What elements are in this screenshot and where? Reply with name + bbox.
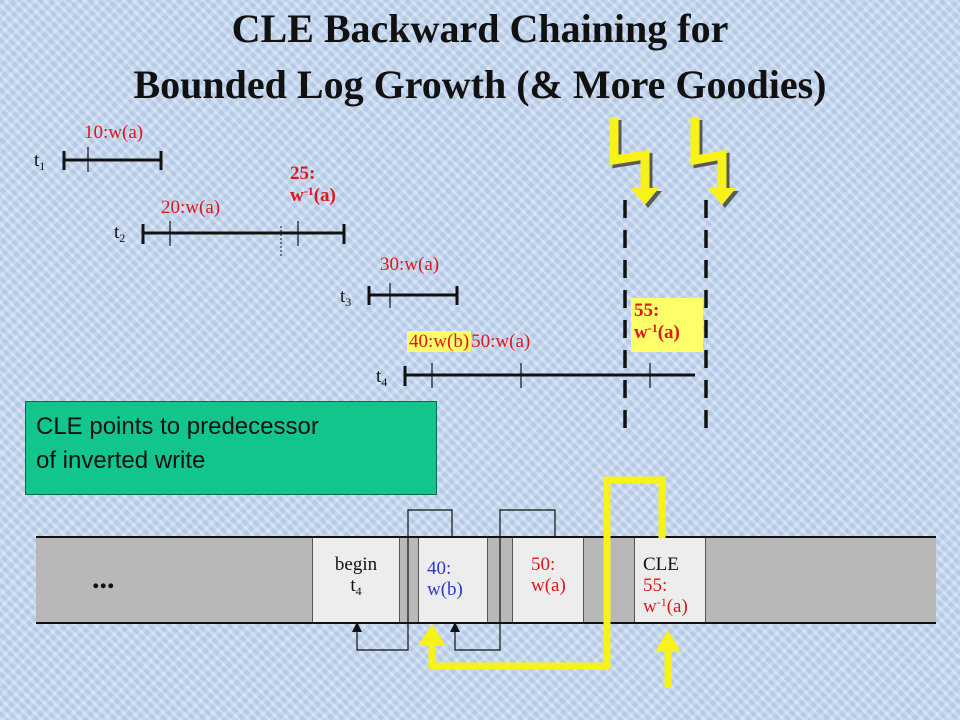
cle-pointer-arrowhead [418,624,446,646]
note-box: CLE points to predecessor of inverted wr… [25,401,437,495]
t2-label: t2 [114,222,126,245]
lightning-bolt-icon [690,117,739,208]
title-line-1: CLE Backward Chaining for [231,6,729,51]
t4-op-50: 50:w(a) [471,331,531,352]
arrowhead-40 [450,622,460,632]
t4-timeline-bar [403,366,695,386]
title-line-2: Bounded Log Growth (& More Goodies) [133,62,827,107]
t4-label: t4 [376,366,388,389]
t3-label: t3 [340,286,352,309]
t4-undo-label: 55: w-1(a) [631,298,703,352]
t2-timeline-bar [141,224,346,244]
back-pointer-40-to-begin [356,509,453,651]
back-pointer-50-to-40 [454,509,556,651]
t1-timeline-bar [62,151,163,170]
log-record-cle: CLE 55: w-1(a) [634,538,706,622]
log-record-50: 50: w(a) [512,538,584,622]
cle-pointer-yellow [428,476,666,670]
log-record-begin: begin t4 [312,538,400,622]
note-line-2: of inverted write [36,447,206,474]
log-record-40: 40: w(b) [418,538,488,622]
t4-ops: 40:w(b)50:w(a) [407,331,530,353]
t2-undo-label: 25: w-1(a) [290,163,336,206]
lightning-bolt-icon [609,117,662,208]
t4-op-40-highlighted: 40:w(b) [407,331,472,352]
note-line-1: CLE points to predecessor [36,413,319,440]
t3-timeline-bar [367,286,459,305]
t1-op-10: 10:w(a) [84,122,144,143]
log-ellipsis: ... [92,562,115,595]
t1-label: t1 [34,150,46,173]
t2-op-20: 20:w(a) [161,197,221,218]
cle-up-arrowhead [655,630,681,652]
t3-op-30: 30:w(a) [380,254,440,275]
arrowhead-begin [352,622,362,632]
